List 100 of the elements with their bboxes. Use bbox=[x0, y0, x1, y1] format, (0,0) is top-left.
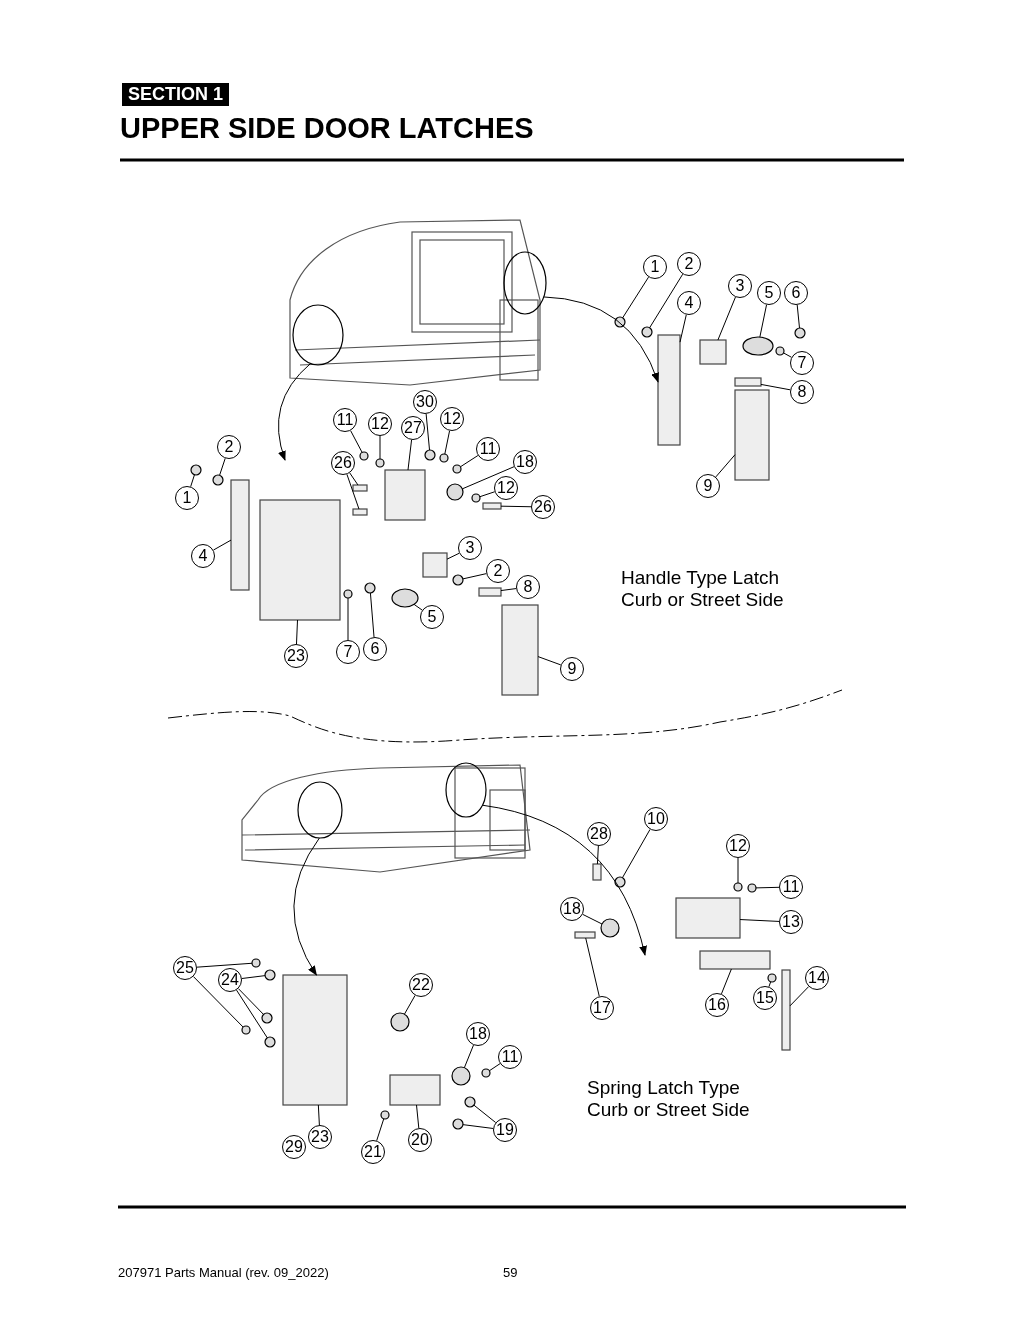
leader-line bbox=[413, 603, 423, 611]
callout-number: 22 bbox=[409, 973, 433, 997]
callout-number: 9 bbox=[560, 657, 584, 681]
leader-line bbox=[739, 919, 780, 922]
detail-circle bbox=[292, 304, 344, 366]
callout-number: 12 bbox=[494, 476, 518, 500]
leader-line bbox=[582, 913, 603, 925]
view-caption: Spring Latch Type Curb or Street Side bbox=[587, 1077, 751, 1121]
leader-line bbox=[407, 439, 413, 471]
callout-number: 26 bbox=[331, 451, 355, 475]
leader-line bbox=[717, 296, 736, 341]
callout-number: 2 bbox=[677, 252, 701, 276]
part-drawing bbox=[600, 918, 620, 938]
part-drawing bbox=[481, 1068, 491, 1078]
callout-number: 12 bbox=[440, 407, 464, 431]
leader-line bbox=[759, 304, 768, 338]
callout-number: 18 bbox=[560, 897, 584, 921]
callout-number: 5 bbox=[420, 605, 444, 629]
part-drawing bbox=[424, 449, 436, 461]
part-drawing bbox=[422, 552, 448, 578]
arrow bbox=[278, 363, 311, 461]
part-drawing bbox=[452, 1118, 464, 1130]
leader-line bbox=[425, 413, 431, 451]
section-tag: SECTION 1 bbox=[122, 83, 230, 106]
part-drawing bbox=[781, 969, 791, 1051]
part-drawing bbox=[464, 1096, 476, 1108]
leader-line bbox=[596, 845, 599, 865]
callout-number: 25 bbox=[173, 956, 197, 980]
part-drawing bbox=[747, 883, 757, 893]
part-drawing bbox=[375, 458, 385, 468]
part-drawing bbox=[251, 958, 261, 968]
part-drawing bbox=[734, 389, 770, 481]
part-drawing bbox=[794, 327, 806, 339]
leader-line bbox=[190, 474, 195, 488]
callout-number: 8 bbox=[790, 380, 814, 404]
part-drawing bbox=[389, 1074, 441, 1106]
leader-line bbox=[236, 989, 268, 1039]
part-drawing bbox=[452, 464, 462, 474]
leader-line bbox=[403, 994, 416, 1015]
callout-number: 17 bbox=[590, 996, 614, 1020]
leader-line bbox=[192, 976, 244, 1028]
leader-line bbox=[622, 276, 650, 319]
callout-number: 26 bbox=[531, 495, 555, 519]
part-drawing bbox=[352, 484, 368, 492]
callout-number: 16 bbox=[705, 993, 729, 1017]
callout-number: 4 bbox=[677, 291, 701, 315]
callout-number: 11 bbox=[779, 875, 803, 899]
callout-number: 20 bbox=[408, 1128, 432, 1152]
part-drawing bbox=[352, 508, 368, 516]
leader-line bbox=[720, 968, 732, 995]
callout-number: 23 bbox=[308, 1125, 332, 1149]
callout-number: 11 bbox=[498, 1045, 522, 1069]
callout-number: 29 bbox=[282, 1135, 306, 1159]
leader-line bbox=[755, 886, 780, 889]
leader-line bbox=[369, 592, 375, 638]
view-caption: Handle Type Latch Curb or Street Side bbox=[621, 567, 785, 611]
leader-line bbox=[349, 472, 359, 486]
page-title: UPPER SIDE DOOR LATCHES bbox=[120, 112, 534, 145]
callout-number: 11 bbox=[476, 437, 500, 461]
part-drawing bbox=[452, 574, 464, 586]
leader-line bbox=[462, 1124, 494, 1129]
leader-line bbox=[500, 505, 532, 508]
callout-number: 1 bbox=[175, 486, 199, 510]
callout-number: 8 bbox=[516, 575, 540, 599]
leader-line bbox=[212, 539, 232, 551]
part-drawing bbox=[675, 897, 741, 939]
part-drawing bbox=[384, 469, 426, 521]
leader-line bbox=[537, 656, 562, 666]
callout-number: 12 bbox=[726, 834, 750, 858]
callout-number: 15 bbox=[753, 986, 777, 1010]
callout-number: 18 bbox=[466, 1022, 490, 1046]
leader-line bbox=[196, 962, 253, 968]
leader-line bbox=[585, 937, 600, 997]
callout-number: 19 bbox=[493, 1118, 517, 1142]
callout-number: 18 bbox=[513, 450, 537, 474]
part-drawing bbox=[261, 1012, 273, 1024]
arrow bbox=[543, 296, 659, 383]
part-drawing bbox=[212, 474, 224, 486]
part-drawing bbox=[359, 451, 369, 461]
callout-number: 13 bbox=[779, 910, 803, 934]
callout-number: 30 bbox=[413, 390, 437, 414]
leader-line bbox=[237, 988, 264, 1015]
part-drawing bbox=[282, 974, 348, 1106]
callout-number: 6 bbox=[363, 637, 387, 661]
part-drawing bbox=[190, 464, 202, 476]
part-drawing bbox=[451, 1066, 471, 1086]
callout-number: 27 bbox=[401, 416, 425, 440]
leader-line bbox=[296, 619, 298, 645]
callout-number: 14 bbox=[805, 966, 829, 990]
leader-line bbox=[346, 473, 360, 510]
leader-line bbox=[737, 857, 739, 884]
leader-line bbox=[783, 352, 792, 358]
part-drawing bbox=[734, 377, 762, 387]
part-drawing bbox=[343, 589, 353, 599]
detail-circle bbox=[445, 762, 487, 818]
callout-number: 5 bbox=[757, 281, 781, 305]
part-drawing bbox=[742, 336, 774, 356]
leader-line bbox=[473, 1104, 497, 1123]
leader-line bbox=[463, 1044, 474, 1069]
part-drawing bbox=[482, 502, 502, 510]
